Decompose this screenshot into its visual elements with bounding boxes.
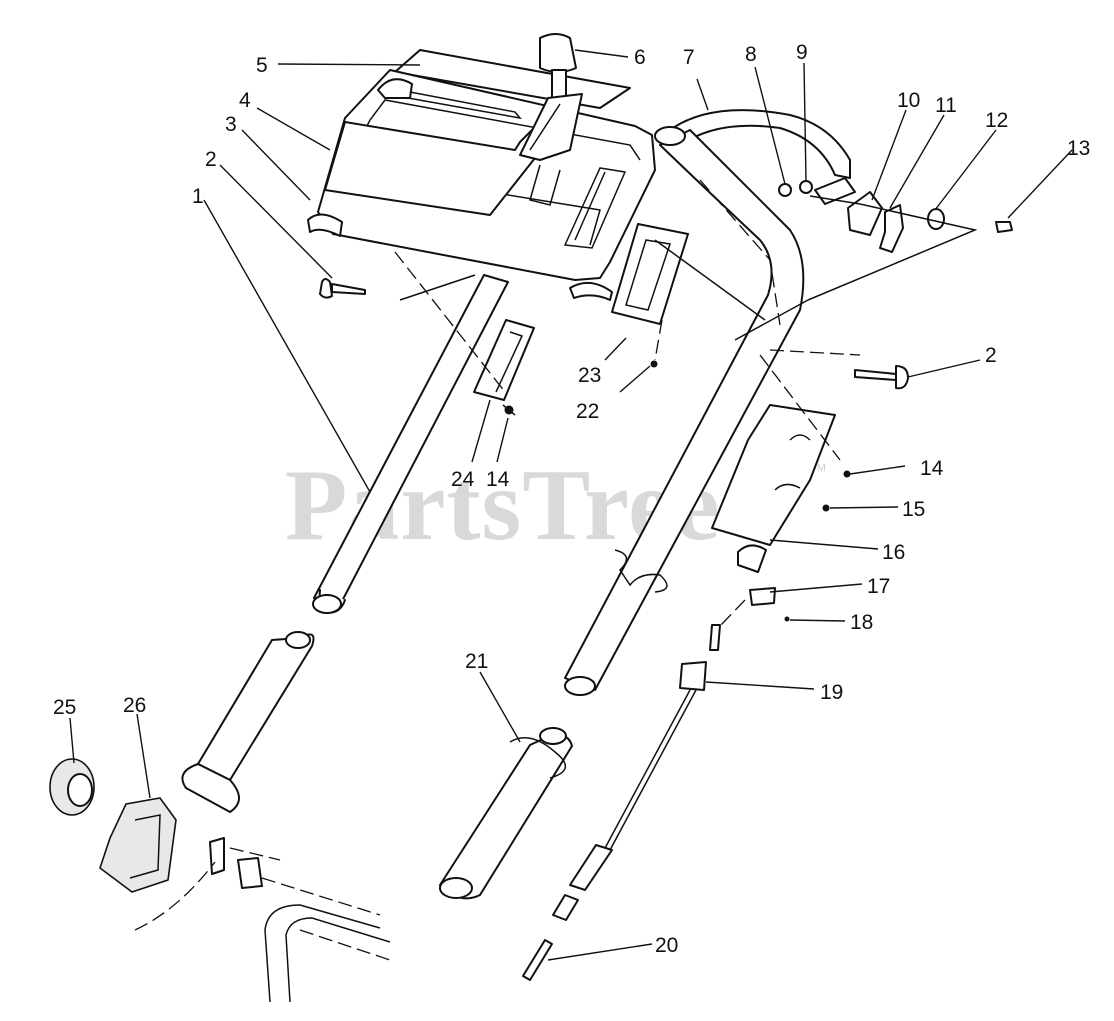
callout-14-right: 14 (920, 457, 944, 480)
callout-1: 1 (192, 185, 204, 208)
callout-22: 22 (576, 400, 600, 423)
part-21-clip (509, 549, 668, 779)
callout-26: 26 (123, 694, 147, 717)
mower-deck-edge (134, 861, 391, 1003)
screws-22-14 (502, 360, 658, 416)
part-19-cable (552, 624, 721, 921)
callout-24: 24 (451, 468, 475, 491)
callout-3: 3 (225, 113, 237, 136)
callout-9: 9 (796, 41, 808, 64)
callout-11: 11 (935, 94, 957, 117)
part-24-bracket (473, 319, 535, 401)
callout-8: 8 (745, 43, 757, 66)
callout-12: 12 (985, 109, 1009, 132)
callout-17: 17 (867, 575, 891, 598)
hardware-8-13 (778, 177, 1013, 301)
callout-6: 6 (634, 46, 646, 69)
callout-21: 21 (465, 650, 489, 673)
callout-2-right: 2 (985, 344, 997, 367)
bolt-2-right (854, 365, 909, 390)
part-7-upper-handle (439, 109, 851, 900)
phantom-lines (229, 179, 861, 861)
part-16-cable-bracket (711, 404, 851, 622)
callout-4: 4 (239, 89, 251, 112)
part-1-lower-handle-left (181, 274, 509, 813)
callout-15: 15 (902, 498, 926, 521)
bolt-2-left (319, 278, 366, 299)
part-25-knob (49, 758, 95, 816)
leader-lines (69, 49, 1073, 961)
part-23-bracket (611, 223, 689, 325)
part-20-pin (522, 939, 553, 981)
callout-7: 7 (683, 46, 695, 69)
part-26-bracket (99, 797, 263, 893)
callout-19: 19 (820, 681, 844, 704)
callout-10: 10 (897, 89, 921, 112)
callout-2-left: 2 (205, 148, 217, 171)
callout-5: 5 (256, 54, 268, 77)
callout-14-left: 14 (486, 468, 510, 491)
callout-20: 20 (655, 934, 679, 957)
callout-25: 25 (53, 696, 77, 719)
callout-23: 23 (578, 364, 602, 387)
callout-13: 13 (1067, 137, 1091, 160)
callout-18: 18 (850, 611, 874, 634)
part-6-shift-lever (519, 33, 583, 206)
callout-16: 16 (882, 541, 906, 564)
